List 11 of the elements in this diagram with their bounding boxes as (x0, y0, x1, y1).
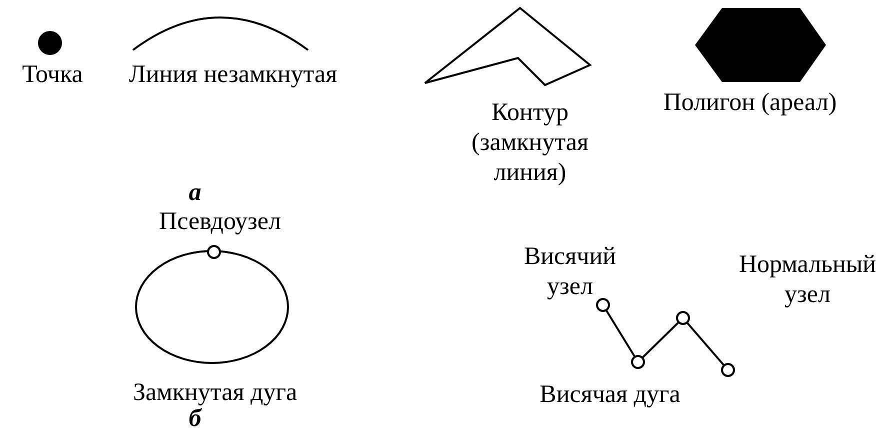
feature-label: Линия незамкнутая (128, 60, 338, 90)
feature-label: Висячая дуга (538, 380, 682, 410)
node-type-label: Висячий узел (523, 242, 617, 302)
node-type-label: Псевдоузел (158, 207, 282, 237)
feature-label: Замкнутая дуга (132, 378, 298, 408)
node-type-label: Нормальный узел (738, 250, 878, 310)
feature-label: Контур (замкнутая линия) (470, 98, 590, 188)
panel-letter: а (188, 178, 202, 208)
panel-letter: б (188, 405, 202, 434)
feature-label: Точка (21, 60, 84, 90)
feature-label: Полигон (ареал) (662, 88, 838, 118)
